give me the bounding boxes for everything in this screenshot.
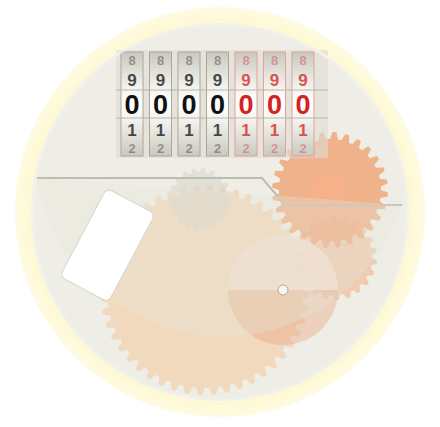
counter-digit: 8 — [121, 54, 143, 67]
counter-digit: 8 — [264, 54, 286, 67]
digit-wheel — [207, 52, 229, 156]
counter-digit: 0 — [150, 92, 172, 119]
counter-digit: 2 — [150, 142, 172, 155]
counter-digit: 9 — [235, 72, 257, 89]
counter-wheels — [121, 52, 314, 156]
counter-digit: 0 — [292, 92, 314, 119]
counter-digit: 2 — [235, 142, 257, 155]
counter-digit: 9 — [178, 72, 200, 89]
counter-digit: 0 — [178, 92, 200, 119]
counter-digit: 8 — [150, 54, 172, 67]
outer-ring — [15, 7, 425, 417]
counter-digit: 0 — [121, 92, 143, 119]
counter-digit: 9 — [292, 72, 314, 89]
counter-digit: 2 — [178, 142, 200, 155]
counter-digit: 0 — [264, 92, 286, 119]
digit-wheel — [235, 52, 257, 156]
counter-digit: 9 — [150, 72, 172, 89]
dial-face — [32, 24, 408, 400]
counter-digit: 1 — [264, 122, 286, 139]
counter-digit: 9 — [207, 72, 229, 89]
register-window — [116, 50, 328, 158]
counter-digit: 9 — [121, 72, 143, 89]
counter-digit: 2 — [292, 142, 314, 155]
counter-digit: 8 — [292, 54, 314, 67]
counter-digit: 2 — [264, 142, 286, 155]
counter-digit: 9 — [264, 72, 286, 89]
digit-wheel — [264, 52, 286, 156]
digit-wheel — [150, 52, 172, 156]
digit-wheel — [178, 52, 200, 156]
window-line — [116, 90, 328, 91]
counter-digit: 1 — [178, 122, 200, 139]
counter-digit: 2 — [121, 142, 143, 155]
counter-digit: 8 — [178, 54, 200, 67]
counter-digit: 0 — [207, 92, 229, 119]
counter-digit: 8 — [235, 54, 257, 67]
digit-wheel — [292, 52, 314, 156]
digit-wheel — [121, 52, 143, 156]
counter-digit: 0 — [235, 92, 257, 119]
lower-cover — [37, 178, 402, 337]
rim-highlight — [32, 24, 408, 400]
counter-digit: 1 — [207, 122, 229, 139]
label-plate — [60, 188, 156, 302]
counter-digit: 1 — [235, 122, 257, 139]
counter-digit: 2 — [207, 142, 229, 155]
counter-digit: 1 — [150, 122, 172, 139]
counter-digit: 1 — [292, 122, 314, 139]
counter-digit: 1 — [121, 122, 143, 139]
counter-digit: 8 — [207, 54, 229, 67]
